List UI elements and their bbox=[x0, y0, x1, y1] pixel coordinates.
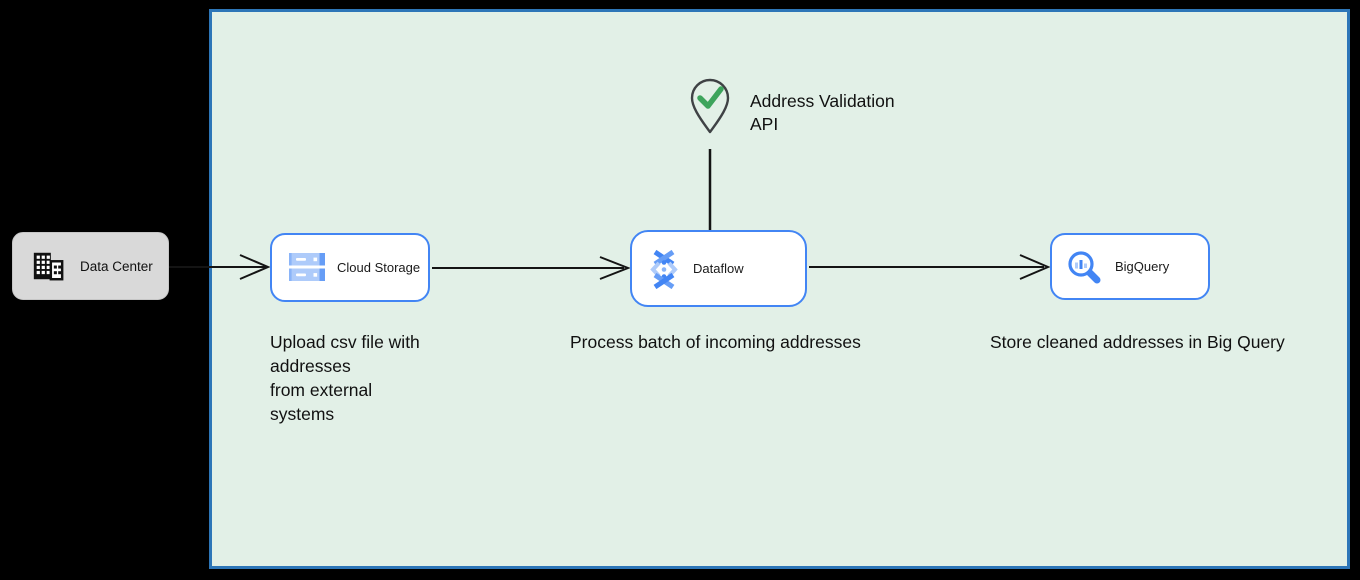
dataflow-helix-icon bbox=[650, 249, 678, 289]
data-center-label: Data Center bbox=[80, 258, 153, 274]
caption-cloud-storage: Upload csv file with addresses from exte… bbox=[270, 332, 420, 424]
map-pin-check-icon[interactable] bbox=[688, 76, 732, 140]
caption-dataflow: Process batch of incoming addresses bbox=[570, 332, 861, 352]
node-bigquery[interactable]: BigQuery bbox=[1050, 233, 1210, 300]
building-icon bbox=[33, 252, 64, 281]
data-center-box[interactable]: Data Center bbox=[12, 232, 169, 300]
bigquery-label: BigQuery bbox=[1115, 259, 1170, 274]
node-cloud-storage[interactable]: Cloud Storage bbox=[270, 233, 430, 302]
api-marker-label: Address Validation API bbox=[750, 91, 895, 134]
caption-bigquery: Store cleaned addresses in Big Query bbox=[990, 332, 1285, 352]
magnifier-chart-icon bbox=[1068, 250, 1101, 283]
storage-bars-icon bbox=[289, 253, 325, 281]
cloud-storage-label: Cloud Storage bbox=[337, 260, 421, 275]
node-dataflow[interactable]: Dataflow bbox=[630, 230, 807, 307]
dataflow-label: Dataflow bbox=[693, 261, 744, 276]
